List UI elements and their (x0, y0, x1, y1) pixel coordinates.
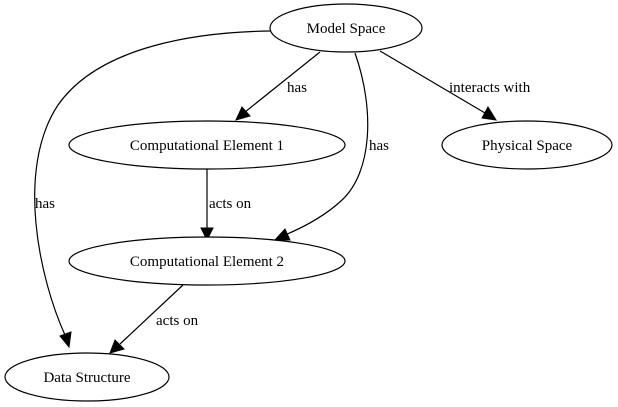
edge-model-space-to-physical-space (379, 50, 497, 121)
edge-label-ce2-to-data: acts on (156, 313, 199, 329)
edge-computational-element-2-to-data-structure (109, 284, 184, 354)
edge-computational-element-1-to-computational-element-2 (200, 169, 214, 242)
node-label-physical-space: Physical Space (482, 138, 573, 154)
node-label-data-structure: Data Structure (43, 370, 130, 386)
node-label-computational-element-1: Computational Element 1 (130, 138, 284, 154)
node-label-computational-element-2: Computational Element 2 (130, 254, 284, 270)
edge-model-space-to-data-structure (34, 30, 271, 349)
edge-label-model-to-data: has (35, 196, 55, 212)
edge-label-ce1-to-ce2: acts on (209, 196, 252, 212)
edge-label-model-to-ce2: has (369, 138, 389, 154)
edge-model-space-to-computational-element-2 (273, 52, 369, 241)
node-model-space: Model Space (269, 3, 423, 53)
node-label-model-space: Model Space (307, 21, 386, 37)
node-data-structure: Data Structure (4, 352, 170, 402)
node-physical-space: Physical Space (441, 120, 613, 170)
edge-model-space-to-computational-element-1 (235, 51, 321, 121)
edge-label-model-to-physical: interacts with (449, 80, 531, 96)
node-computational-element-2: Computational Element 2 (68, 236, 346, 286)
edge-label-model-to-ce1: has (287, 80, 307, 96)
node-computational-element-1: Computational Element 1 (68, 120, 346, 170)
